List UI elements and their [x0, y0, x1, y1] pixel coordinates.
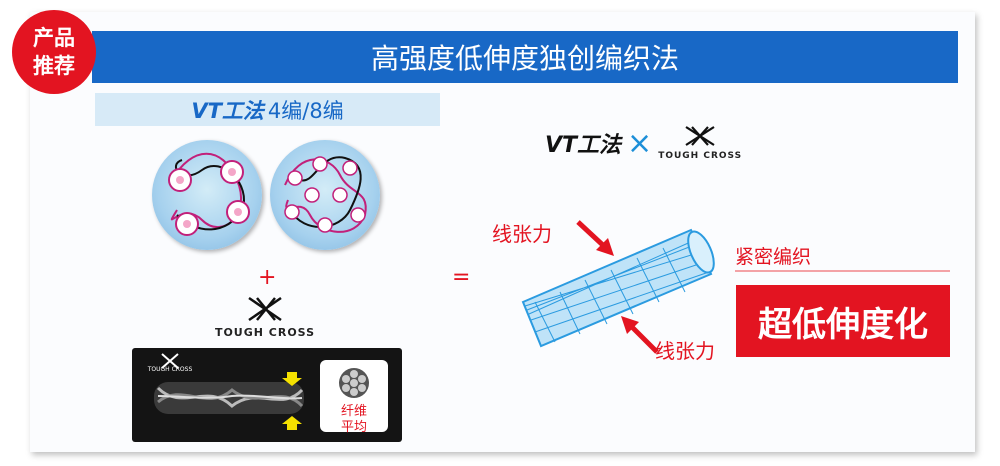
product-recommend-badge: 产品 推荐: [12, 10, 96, 94]
title-bar: 高强度低伸度独创编织法: [92, 31, 958, 83]
badge-line-1: 产品: [33, 26, 75, 50]
small-tough-cross-x-icon: [161, 353, 179, 369]
compress-arrow-bottom-icon: [282, 416, 302, 430]
combo-vt-label: VT工法: [545, 133, 622, 158]
tension-label-top: 线张力: [492, 222, 552, 246]
tight-braid-label: 紧密编织: [735, 242, 950, 272]
tight-braid-line-illustration: [521, 228, 715, 348]
four-braid-pattern-icon: [168, 152, 250, 236]
tough-cross-line-diagram: TOUGH CROSS 纤维 平均: [132, 348, 402, 442]
vt-cross-combo: VT工法 × TOUGH CROSS: [545, 125, 742, 162]
braid-count-label: 4编/8编: [267, 98, 344, 123]
ultra-low-stretch-label: 超低伸度化: [758, 304, 928, 345]
page-title: 高强度低伸度独创编织法: [370, 42, 679, 75]
combo-cross-symbol: ×: [627, 125, 653, 161]
fiber-cross-section-box: 纤维 平均: [320, 360, 388, 435]
eight-braid-diagram: [270, 140, 380, 250]
plus-sign: +: [258, 265, 277, 290]
eight-braid-pattern-icon: [284, 156, 367, 233]
combo-logo-text: TOUGH CROSS: [658, 151, 743, 161]
result-box: 超低伸度化: [736, 285, 950, 357]
fiber-label-line-2: 平均: [340, 420, 367, 435]
tension-arrow-bottom-icon: [621, 316, 659, 354]
braided-line-illustration: [154, 372, 304, 430]
tension-arrow-top-icon: [576, 220, 614, 256]
tough-cross-x-icon: [248, 296, 282, 322]
four-braid-diagram: [152, 140, 262, 250]
fiber-bundle-icon: [339, 368, 369, 398]
vt-method-label: VT工法: [191, 98, 264, 123]
tension-label-bottom: 线张力: [655, 339, 715, 363]
badge-line-2: 推荐: [33, 54, 75, 78]
compress-arrow-top-icon: [282, 372, 302, 386]
equals-sign: =: [452, 265, 471, 290]
small-logo-text: TOUGH CROSS: [147, 366, 193, 373]
combo-tough-cross-x-icon: [685, 126, 715, 146]
tough-cross-logo-text: TOUGH CROSS: [214, 326, 316, 339]
tough-cross-logo: TOUGH CROSS: [195, 296, 335, 339]
subtitle-bar: VT工法 4编/8编: [95, 93, 440, 126]
combo-tough-cross-logo: TOUGH CROSS: [658, 125, 742, 161]
fiber-label-line-1: 纤维: [340, 404, 367, 419]
